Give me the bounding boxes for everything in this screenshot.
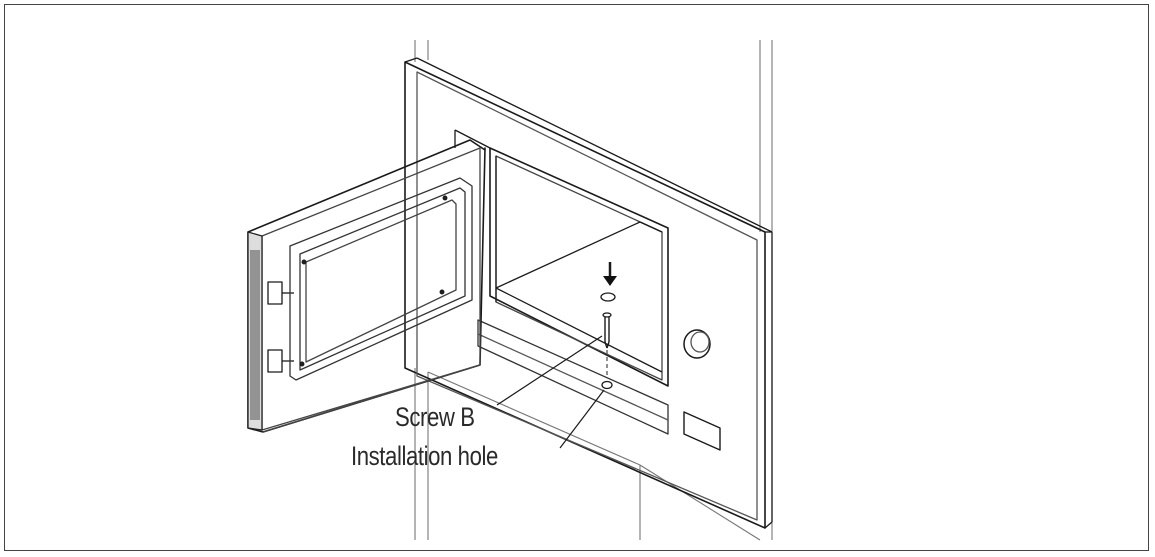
open-door <box>247 139 486 433</box>
screw-cap-icon <box>600 292 616 302</box>
screw-leader-line <box>496 335 603 406</box>
screw-b-icon <box>602 312 612 349</box>
screw-b-label: Screw B <box>395 402 475 432</box>
installation-hole-icon <box>601 380 613 390</box>
arrow-down-icon <box>603 262 617 286</box>
microwave-frame <box>404 57 773 529</box>
display-window <box>683 411 721 451</box>
diagram-frame <box>4 4 1149 551</box>
installation-hole-label: Installation hole <box>351 441 498 471</box>
hole-leader-line <box>559 389 605 449</box>
control-knob-icon <box>683 329 711 359</box>
oven-cavity <box>454 129 669 435</box>
